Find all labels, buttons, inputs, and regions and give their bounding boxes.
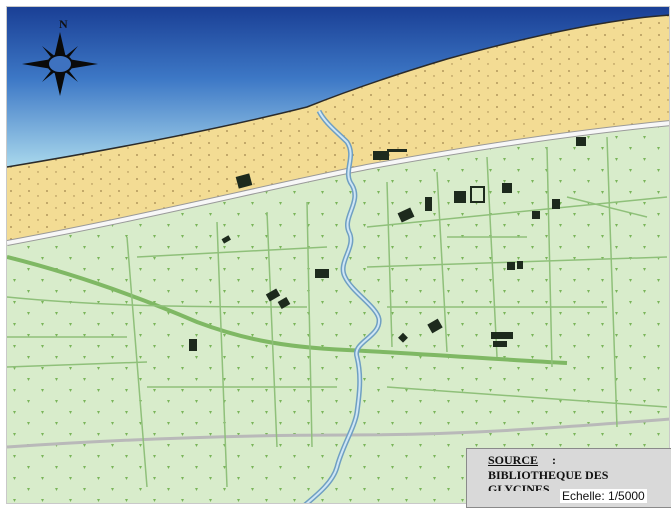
map-frame: N [6, 6, 670, 504]
field-boundaries [7, 136, 668, 488]
source-text-line1: BIBLIOTHEQUE DES [488, 468, 609, 482]
building [277, 297, 291, 309]
main-road [7, 255, 568, 365]
building [398, 332, 408, 343]
building [552, 199, 560, 209]
building [387, 149, 407, 152]
shoreline [7, 14, 669, 168]
north-arrow-icon [22, 32, 98, 96]
building-outline [470, 186, 485, 203]
building [265, 288, 281, 302]
sea-area [7, 7, 669, 167]
building [235, 173, 253, 189]
building [532, 211, 540, 219]
building [221, 235, 231, 244]
building [425, 197, 432, 211]
building [373, 151, 389, 160]
building [189, 339, 197, 351]
beach-texture [7, 15, 669, 243]
map-canvas [7, 7, 669, 503]
building [493, 341, 507, 347]
buildings [189, 137, 586, 351]
building [517, 261, 523, 269]
building [315, 269, 329, 278]
building [502, 183, 512, 193]
source-text-line2: GLYCINES [488, 482, 550, 491]
scale-label: Echelle: 1/5000 [560, 489, 647, 503]
source-colon: : [552, 453, 556, 467]
building [454, 191, 466, 203]
building [576, 137, 586, 146]
building [397, 207, 415, 223]
building [427, 318, 443, 334]
building [491, 332, 513, 339]
north-label: N [59, 17, 68, 31]
building [507, 262, 515, 270]
source-title: SOURCE [488, 453, 539, 467]
